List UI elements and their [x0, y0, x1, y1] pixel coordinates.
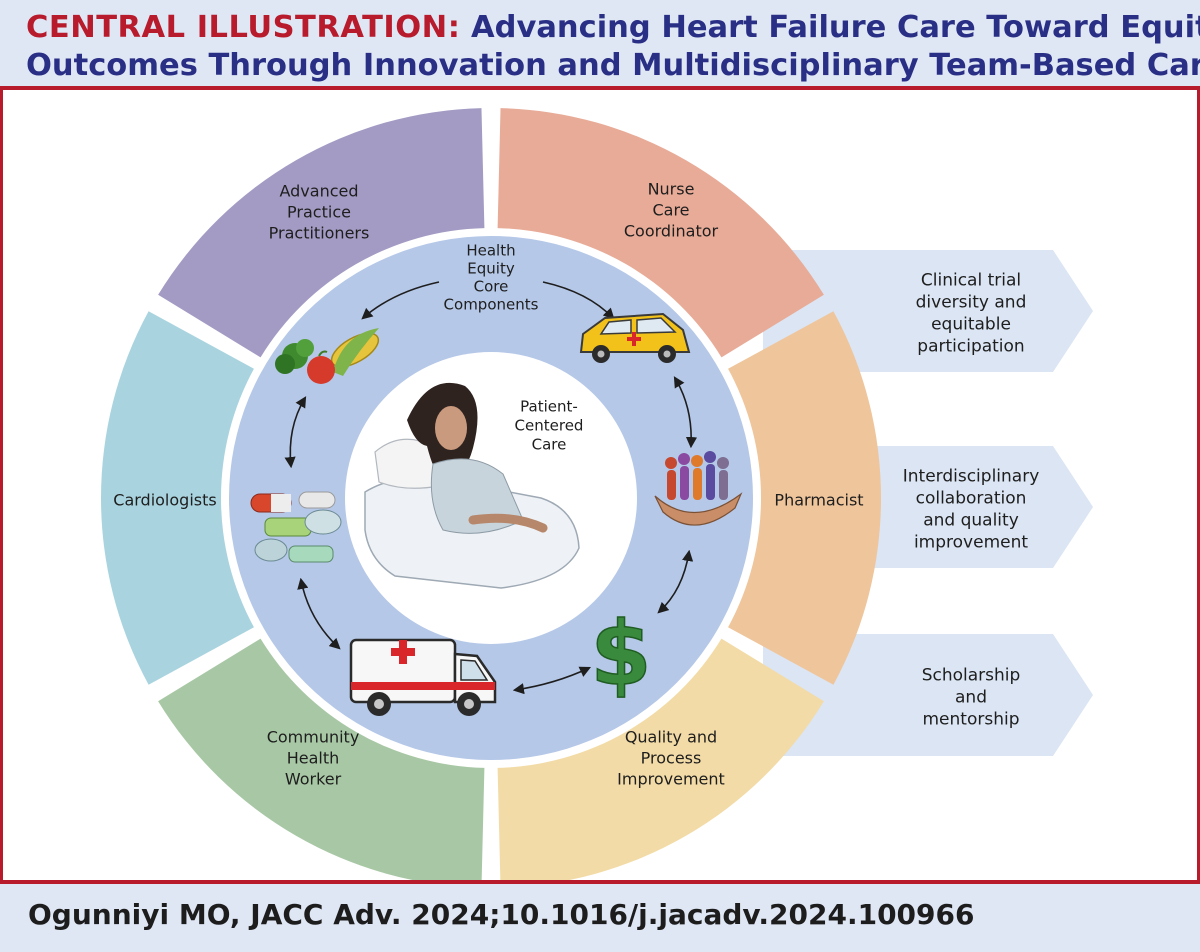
dollar-icon: $	[590, 602, 651, 705]
title-line-2: Outcomes Through Innovation and Multidis…	[26, 48, 1200, 83]
segment-cardiologists	[100, 311, 254, 685]
outer-ring-label: Cardiologists	[113, 490, 216, 509]
car-icon	[579, 312, 691, 363]
pills-icon	[250, 491, 342, 563]
cycle-arrows	[284, 281, 698, 695]
outer-ring	[100, 108, 882, 880]
ambulance-icon	[349, 638, 497, 716]
segment-quality-improvement	[497, 638, 824, 880]
arrow-scholarship-mentorship	[763, 634, 1093, 756]
cycle-arrow	[361, 281, 440, 320]
segment-pharmacist	[728, 311, 882, 685]
segment-advanced-practice	[158, 108, 485, 358]
cycle-arrow	[542, 281, 615, 320]
cycle-arrow	[673, 376, 698, 449]
citation: Ogunniyi MO, JACC Adv. 2024;10.1016/j.ja…	[28, 898, 975, 931]
title-lead: CENTRAL ILLUSTRATION:	[26, 10, 461, 45]
segment-nurse-coordinator	[497, 108, 824, 358]
outer-ring-label: Pharmacist	[774, 490, 863, 509]
title-line-1: CENTRAL ILLUSTRATION: Advancing Heart Fa…	[26, 10, 1200, 45]
cycle-arrow	[657, 549, 694, 614]
patient-in-bed-icon	[364, 382, 580, 589]
cycle-arrow	[512, 666, 592, 695]
produce-icon	[275, 328, 380, 384]
cycle-arrow	[284, 396, 307, 469]
cycle-arrow	[297, 577, 341, 650]
footer-banner: Ogunniyi MO, JACC Adv. 2024;10.1016/j.ja…	[0, 880, 1200, 952]
community-hands-icon	[654, 451, 743, 526]
segment-community-health-worker	[158, 638, 485, 880]
header-banner: CENTRAL ILLUSTRATION: Advancing Heart Fa…	[0, 0, 1200, 90]
title-text: Advancing Heart Failure Care Toward Equi…	[471, 10, 1200, 45]
